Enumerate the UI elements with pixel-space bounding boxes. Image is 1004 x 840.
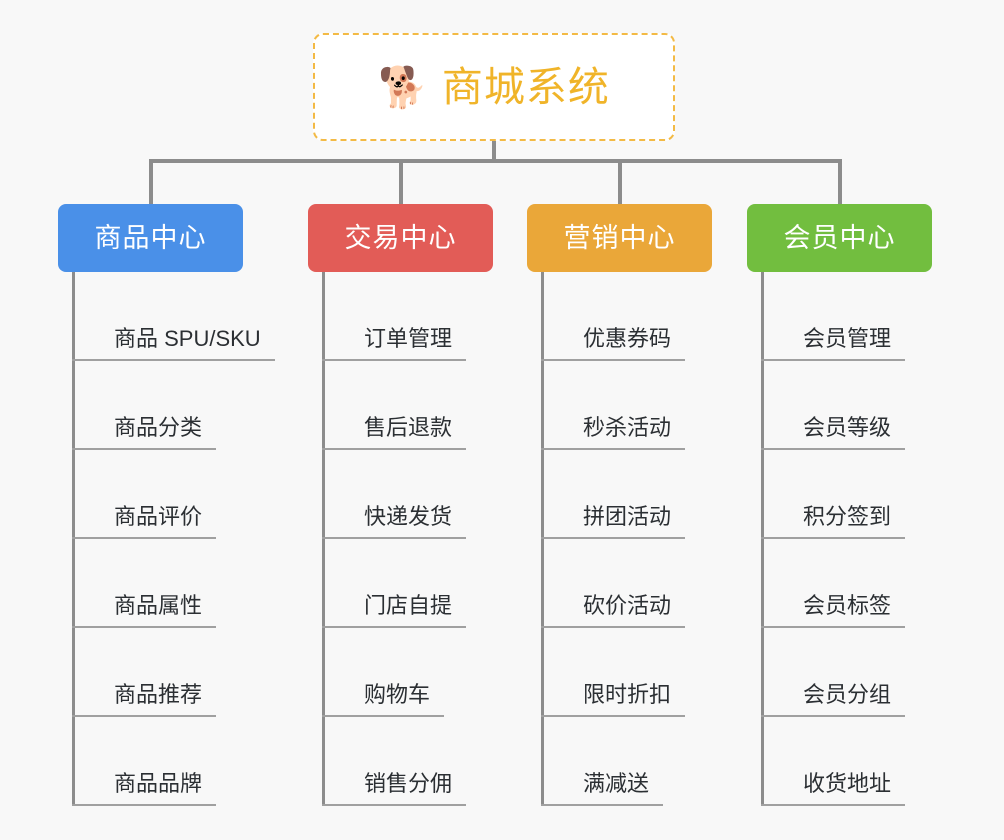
leaf-item-underline: [761, 715, 905, 717]
leaf-item-underline: [72, 537, 216, 539]
leaf-item-label: 秒杀活动: [583, 415, 672, 440]
leaf-item-underline: [72, 626, 216, 628]
leaf-item[interactable]: 拼团活动: [541, 450, 685, 539]
column-product-center: 商品 SPU/SKU 商品分类商品评价商品属性商品推荐商品品牌: [72, 272, 275, 806]
leaf-item[interactable]: 会员管理: [761, 272, 905, 361]
leaf-item-underline: [761, 448, 905, 450]
leaf-item[interactable]: 砍价活动: [541, 539, 685, 628]
leaf-item-label: 商品评价: [114, 504, 203, 529]
leaf-item-underline: [322, 804, 466, 806]
leaf-item[interactable]: 销售分佣: [322, 717, 466, 806]
leaf-item[interactable]: 秒杀活动: [541, 361, 685, 450]
leaf-item-underline: [761, 537, 905, 539]
category-header-label: 商品中心: [94, 222, 207, 253]
leaf-item-underline: [541, 804, 663, 806]
leaf-item[interactable]: 积分签到: [761, 450, 905, 539]
leaf-item-underline: [322, 626, 466, 628]
drop-connector-trade-center: [398, 159, 403, 204]
leaf-item-underline: [72, 804, 216, 806]
leaf-item-label: 积分签到: [803, 504, 892, 529]
leaf-item-label: 会员分组: [803, 682, 892, 707]
leaf-item[interactable]: 收货地址: [761, 717, 905, 806]
leaf-item-underline: [72, 359, 275, 361]
leaf-item[interactable]: 快递发货: [322, 450, 466, 539]
leaf-item[interactable]: 优惠券码: [541, 272, 685, 361]
root-title: 商城系统: [441, 63, 610, 110]
leaf-item[interactable]: 满减送: [541, 717, 685, 806]
leaf-item[interactable]: 订单管理: [322, 272, 466, 361]
leaf-item-label: 商品分类: [114, 415, 203, 440]
category-bus-connector: [150, 159, 840, 163]
leaf-item-label: 商品 SPU/SKU: [114, 326, 261, 351]
leaf-item[interactable]: 商品评价: [72, 450, 275, 539]
leaf-item-label: 销售分佣: [364, 771, 453, 796]
root-stem-connector: [492, 141, 496, 162]
leaf-item-underline: [322, 537, 466, 539]
leaf-item[interactable]: 商品品牌: [72, 717, 275, 806]
leaf-item-label: 限时折扣: [583, 682, 672, 707]
category-header-member-center[interactable]: 会员中心: [747, 204, 932, 272]
leaf-item[interactable]: 会员标签: [761, 539, 905, 628]
category-header-product-center[interactable]: 商品中心: [58, 204, 243, 272]
drop-connector-marketing-center: [617, 159, 622, 204]
leaf-item-label: 收货地址: [803, 771, 892, 796]
leaf-item-label: 快递发货: [364, 504, 453, 529]
leaf-item-label: 会员标签: [803, 593, 892, 618]
leaf-item-label: 购物车: [364, 682, 431, 707]
category-header-label: 交易中心: [344, 222, 457, 253]
leaf-item-underline: [322, 448, 466, 450]
leaf-item-underline: [322, 715, 444, 717]
leaf-item[interactable]: 售后退款: [322, 361, 466, 450]
drop-connector-product-center: [148, 159, 153, 204]
leaf-item[interactable]: 门店自提: [322, 539, 466, 628]
leaf-item-label: 会员等级: [803, 415, 892, 440]
column-spine-product-center: [72, 272, 75, 806]
drop-connector-member-center: [837, 159, 842, 204]
leaf-item-underline: [541, 359, 685, 361]
shiba-dog-face-icon: 🐕: [378, 66, 428, 110]
category-header-label: 营销中心: [563, 222, 676, 253]
leaf-item-label: 订单管理: [364, 326, 453, 351]
leaf-item-label: 拼团活动: [583, 504, 672, 529]
leaf-item[interactable]: 会员等级: [761, 361, 905, 450]
leaf-item-underline: [761, 804, 905, 806]
leaf-item[interactable]: 商品 SPU/SKU: [72, 272, 275, 361]
leaf-item[interactable]: 会员分组: [761, 628, 905, 717]
leaf-item-label: 会员管理: [803, 326, 892, 351]
leaf-item-underline: [72, 448, 216, 450]
leaf-item-underline: [72, 715, 216, 717]
category-header-label: 会员中心: [783, 222, 896, 253]
leaf-item-label: 商品推荐: [114, 682, 203, 707]
category-header-trade-center[interactable]: 交易中心: [308, 204, 493, 272]
leaf-item-label: 砍价活动: [583, 593, 672, 618]
column-trade-center: 订单管理售后退款快递发货门店自提购物车销售分佣: [322, 272, 466, 806]
leaf-item-underline: [322, 359, 466, 361]
leaf-item[interactable]: 商品属性: [72, 539, 275, 628]
leaf-item-label: 满减送: [583, 771, 650, 796]
column-spine-trade-center: [322, 272, 325, 806]
column-spine-marketing-center: [541, 272, 544, 806]
leaf-item-underline: [761, 626, 905, 628]
leaf-item[interactable]: 限时折扣: [541, 628, 685, 717]
column-marketing-center: 优惠券码秒杀活动拼团活动砍价活动限时折扣满减送: [541, 272, 685, 806]
leaf-item-label: 门店自提: [364, 593, 453, 618]
leaf-item-underline: [541, 715, 685, 717]
category-header-marketing-center[interactable]: 营销中心: [527, 204, 712, 272]
leaf-item-underline: [541, 626, 685, 628]
leaf-item-label: 商品属性: [114, 593, 203, 618]
leaf-item-label: 商品品牌: [114, 771, 203, 796]
leaf-item-label: 优惠券码: [583, 326, 672, 351]
column-spine-member-center: [761, 272, 764, 806]
leaf-item[interactable]: 购物车: [322, 628, 466, 717]
leaf-item[interactable]: 商品分类: [72, 361, 275, 450]
leaf-item-underline: [761, 359, 905, 361]
leaf-item[interactable]: 商品推荐: [72, 628, 275, 717]
leaf-item-label: 售后退款: [364, 415, 453, 440]
root-node-商城系统[interactable]: 🐕 商城系统: [313, 33, 675, 141]
leaf-item-underline: [541, 537, 685, 539]
leaf-item-underline: [541, 448, 685, 450]
column-member-center: 会员管理会员等级积分签到会员标签会员分组收货地址: [761, 272, 905, 806]
